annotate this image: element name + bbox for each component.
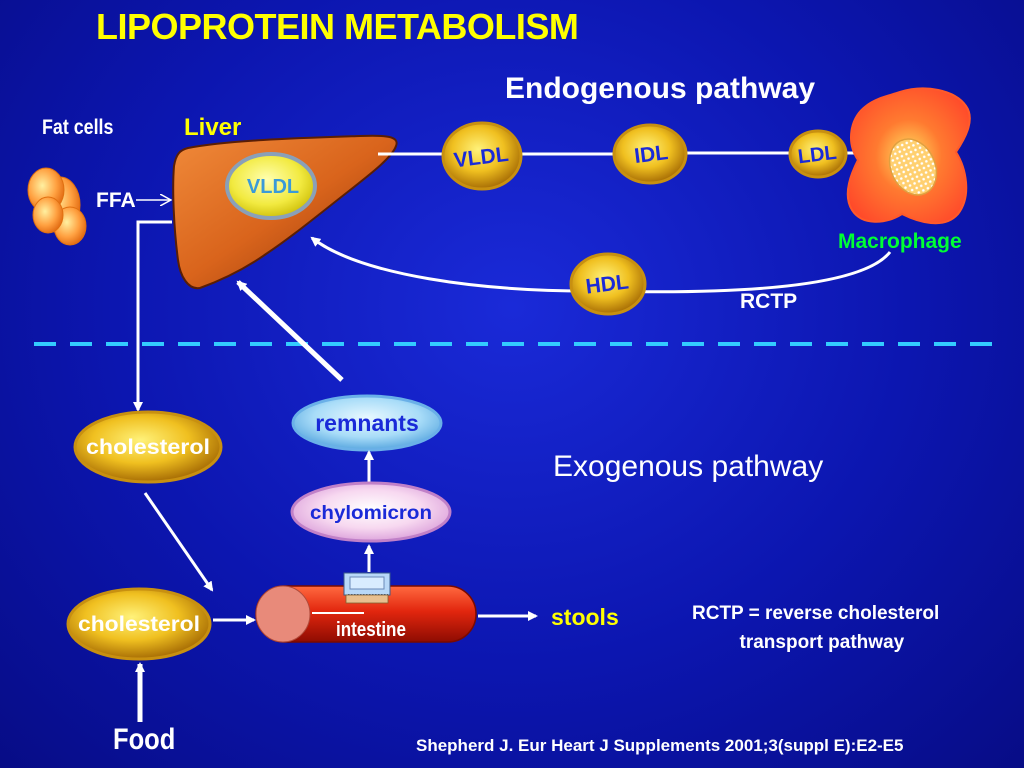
fat-cells-label: Fat cells [42, 116, 114, 139]
hdl-node [569, 252, 647, 316]
villi-icon [343, 572, 391, 604]
ldl-label: LDL [797, 142, 838, 169]
cholesterol-upper-label: cholesterol [86, 436, 210, 459]
ffa-label: FFA [96, 189, 136, 212]
cholesterol-to-intestine-arrow [143, 492, 214, 592]
fat-cells-icon [27, 167, 87, 246]
stools-label: stools [551, 604, 619, 630]
chylomicron-label: chylomicron [310, 503, 432, 524]
citation: Shepherd J. Eur Heart J Supplements 2001… [416, 736, 904, 755]
idl-label: IDL [633, 141, 670, 168]
ldl-node [788, 129, 848, 179]
idl-node [612, 123, 688, 185]
food-label: Food [113, 723, 176, 756]
remnants-label: remnants [315, 410, 419, 436]
endogenous-pathway-heading: Endogenous pathway [505, 72, 816, 105]
cholesterol-upper-node [73, 410, 223, 484]
rctp-label: RCTP [740, 290, 798, 313]
macrophage-label: Macrophage [838, 230, 962, 253]
vldl-liver-label: VLDL [247, 176, 299, 198]
cholesterol-lower-label: cholesterol [78, 613, 200, 636]
hdl-label: HDL [584, 270, 630, 298]
intestine-icon [255, 585, 477, 643]
cholesterol-lower-node [66, 587, 212, 661]
intestine-label: intestine [336, 619, 406, 641]
exogenous-pathway-heading: Exogenous pathway [553, 450, 824, 483]
liver-label: Liver [184, 114, 242, 141]
rctp-definition: RCTP = reverse cholesterol transport pat… [692, 603, 940, 653]
vldl-node [441, 121, 523, 191]
macrophage-icon [846, 87, 971, 225]
vldl-liver-node [225, 152, 317, 220]
chylomicron-node [290, 481, 452, 543]
remnants-to-liver-arrow [236, 280, 344, 382]
page-title: LIPOPROTEIN METABOLISM [96, 6, 579, 47]
liver-to-cholesterol-arrow [133, 220, 172, 412]
